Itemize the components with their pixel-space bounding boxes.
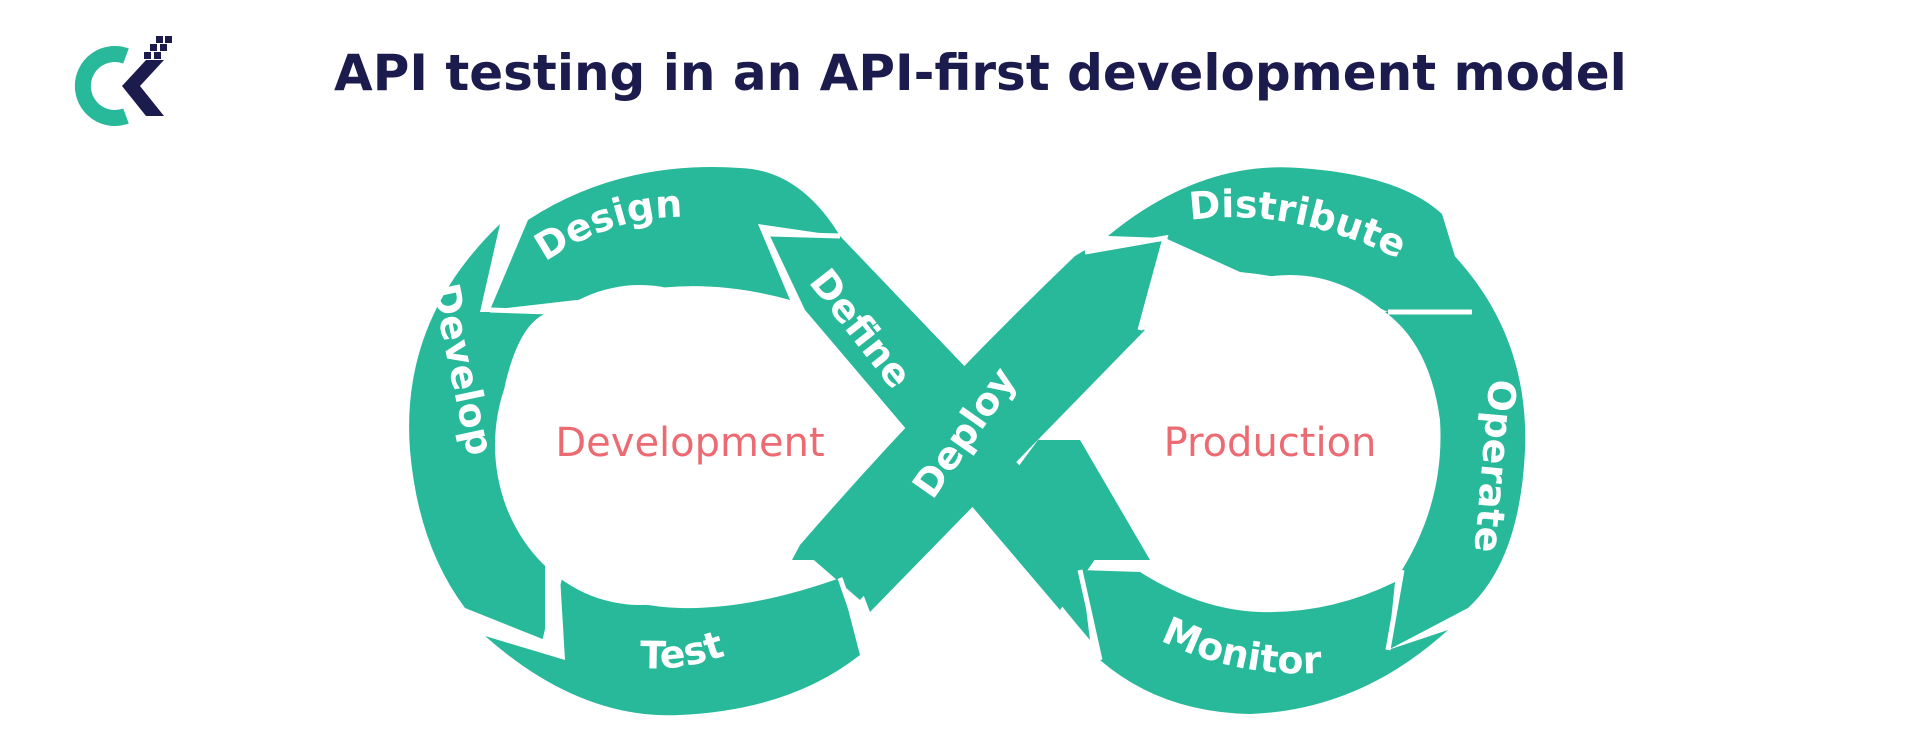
monitor-arrow [1080, 570, 1448, 714]
operate-arrow [1385, 232, 1526, 650]
test-arrow [485, 576, 860, 716]
distribute-arrow [1108, 167, 1472, 312]
develop-arrow [409, 224, 550, 640]
design-arrow [490, 167, 840, 310]
phase-label-production: Production [1164, 420, 1377, 466]
phase-label-development: Development [555, 420, 824, 466]
ck-logo-icon [74, 36, 172, 126]
production-loop [990, 167, 1526, 714]
page-title: API testing in an API-first development … [334, 44, 1627, 102]
